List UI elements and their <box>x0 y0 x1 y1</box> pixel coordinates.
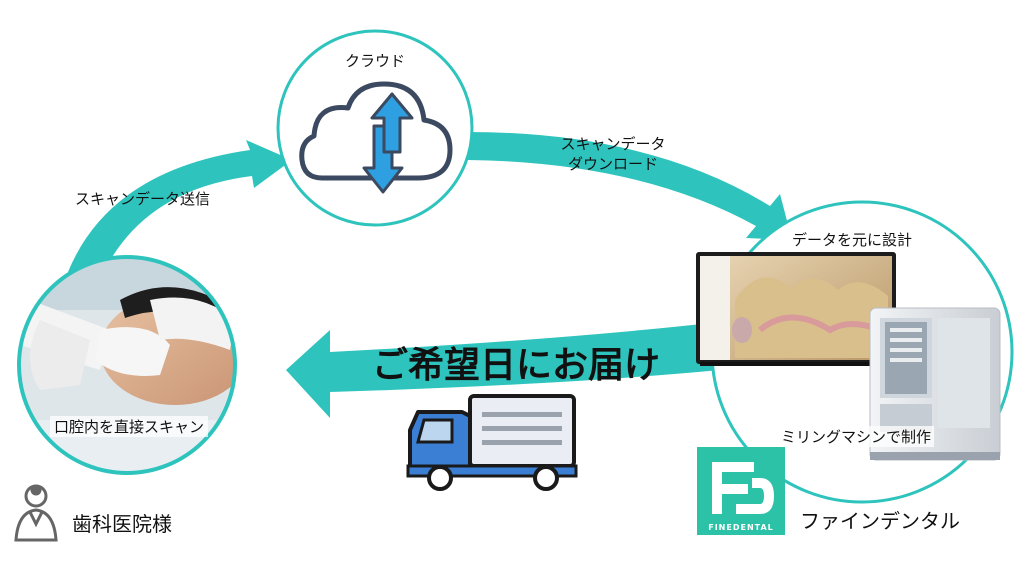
dentist-icon <box>14 484 58 542</box>
lab-name: ファインデンタル <box>800 509 960 533</box>
upload-download-arrow-icon <box>362 92 414 194</box>
lab-design-label: データを元に設計 <box>792 231 913 249</box>
design-monitor-image <box>696 252 896 366</box>
cloud-label: クラウド <box>344 52 405 70</box>
download-flow-label-line1: スキャンデータ <box>560 135 666 153</box>
clinic-name: 歯科医院様 <box>72 512 172 536</box>
download-flow-arrow <box>468 132 792 240</box>
clinic-scan-label: 口腔内を直接スキャン <box>50 416 209 437</box>
delivery-flow-arrow <box>286 322 720 418</box>
delivery-flow-label: ご希望日にお届け <box>372 345 661 386</box>
upload-flow-arrow <box>68 140 292 280</box>
upload-flow-label: スキャンデータ送信 <box>75 190 211 208</box>
patient-scan-photo <box>19 257 235 473</box>
lab-milling-label: ミリングマシンで制作 <box>778 426 935 447</box>
finedental-logo <box>697 447 785 535</box>
clinic-node <box>17 255 237 475</box>
download-flow-label-line2: ダウンロード <box>567 155 658 173</box>
truck-icon <box>406 394 578 491</box>
milling-machine-image <box>869 307 1001 461</box>
finedental-logo-text: FINEDENTAL <box>708 523 774 532</box>
cloud-icon <box>299 81 453 181</box>
